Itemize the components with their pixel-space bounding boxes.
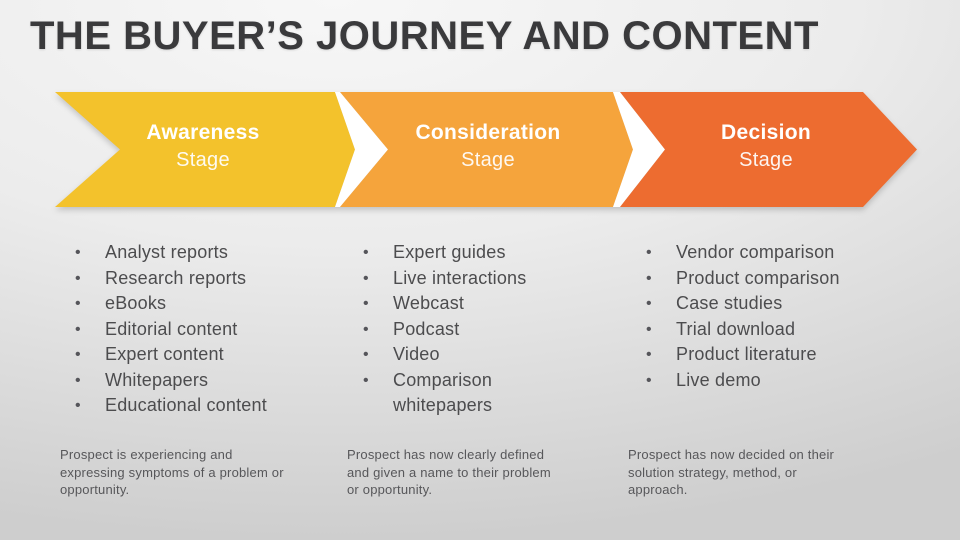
- bullet-icon: •: [646, 269, 652, 287]
- list-item: •Educational content: [75, 393, 267, 419]
- decision-summary: Prospect has now decided on their soluti…: [628, 447, 835, 497]
- list-item: •Whitepapers: [75, 368, 267, 394]
- list-item: •Video: [363, 342, 526, 368]
- bullet-icon: •: [363, 295, 369, 312]
- slide-title: THE BUYER’S JOURNEY AND CONTENT: [30, 14, 819, 58]
- bullet-icon: •: [363, 371, 369, 389]
- list-item: •Vendor comparison: [646, 240, 840, 266]
- awareness-content-list: •Analyst reports •Research reports •eBoo…: [75, 240, 267, 419]
- stage-sub: Stage: [461, 149, 515, 171]
- list-item: •Trial download: [646, 317, 840, 343]
- arrow-graphic: [55, 92, 917, 207]
- bullet-icon: •: [646, 320, 652, 338]
- list-item: •Expert content: [75, 342, 267, 368]
- stage-label-decision: Decision Stage: [626, 92, 906, 174]
- stage-label-awareness: Awareness Stage: [63, 92, 343, 174]
- list-item: •eBooks: [75, 291, 267, 317]
- stage-label-consideration: Consideration Stage: [348, 92, 628, 174]
- list-item: •Comparison whitepapers: [363, 369, 493, 416]
- list-item: •Product comparison: [646, 266, 840, 292]
- list-item: •Live demo: [646, 368, 840, 394]
- list-item: •Webcast: [363, 291, 526, 317]
- stage-name: Consideration: [415, 121, 561, 144]
- list-item: •Case studies: [646, 291, 840, 317]
- bullet-icon: •: [75, 397, 81, 414]
- stage-name: Awareness: [146, 121, 260, 144]
- list-item: •Live interactions: [363, 266, 526, 292]
- bullet-icon: •: [75, 371, 81, 389]
- stage-name: Decision: [721, 121, 811, 144]
- bullet-icon: •: [646, 295, 652, 312]
- bullet-icon: •: [75, 269, 81, 287]
- decision-content-list: •Vendor comparison •Product comparison •…: [646, 240, 840, 393]
- arrow-gap: [335, 92, 388, 207]
- bullet-icon: •: [75, 346, 81, 363]
- consideration-summary: Prospect has now clearly defined and giv…: [347, 447, 551, 497]
- bullet-icon: •: [646, 371, 652, 389]
- list-item: •Editorial content: [75, 317, 267, 343]
- bullet-icon: •: [646, 244, 652, 261]
- list-item: •Expert guides: [363, 240, 526, 266]
- bullet-icon: •: [75, 320, 81, 338]
- stage-sub: Stage: [176, 149, 230, 171]
- bullet-icon: •: [646, 346, 652, 363]
- consideration-arrow-shape: [340, 92, 633, 207]
- arrow-gap: [613, 92, 665, 207]
- list-item: •Analyst reports: [75, 240, 267, 266]
- bullet-icon: •: [363, 346, 369, 363]
- decision-arrow-shape: [620, 92, 917, 207]
- bullet-icon: •: [363, 244, 369, 261]
- buyer-journey-arrows: Awareness Stage Consideration Stage Deci…: [0, 92, 960, 207]
- awareness-summary: Prospect is experiencing and expressing …: [60, 447, 284, 497]
- bullet-icon: •: [75, 295, 81, 312]
- bullet-icon: •: [363, 320, 369, 338]
- awareness-arrow-shape: [55, 92, 355, 207]
- bullet-icon: •: [75, 244, 81, 261]
- bullet-icon: •: [363, 269, 369, 287]
- list-item: •Research reports: [75, 266, 267, 292]
- list-item: •Podcast: [363, 317, 526, 343]
- stage-sub: Stage: [739, 149, 793, 171]
- list-item: •Product literature: [646, 342, 840, 368]
- consideration-content-list: •Expert guides •Live interactions •Webca…: [363, 240, 526, 419]
